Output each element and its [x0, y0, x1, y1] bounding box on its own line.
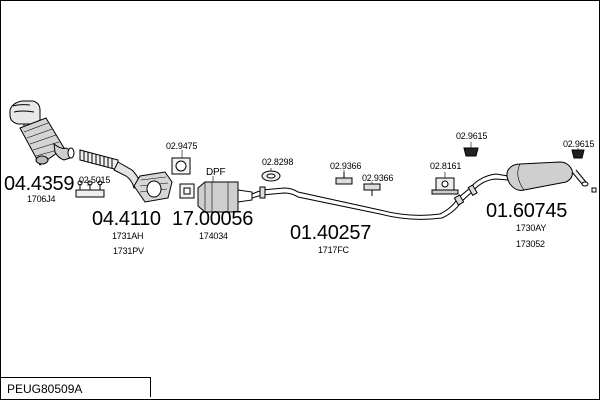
code-1706j4: 1706J4 — [27, 194, 56, 204]
gasket-dpf-part — [179, 183, 195, 199]
flange-29475-part — [171, 157, 191, 175]
accessory-code-29615-b: 02.9615 — [563, 139, 595, 149]
clamp-28298-part — [261, 170, 281, 182]
accessory-code-28161: 02.8161 — [430, 161, 462, 171]
middle-pipe-part — [251, 173, 509, 220]
part-number-manifold-cat: 04.4359 — [4, 173, 75, 195]
rubber-hanger-29615-a-part — [463, 147, 479, 157]
code-173052: 173052 — [516, 239, 545, 249]
rubber-hanger-a-part — [335, 172, 353, 185]
manifold-catalyst-part — [9, 100, 75, 166]
dpf-part — [197, 181, 253, 213]
code-174034: 174034 — [199, 231, 228, 241]
rubber-hanger-b-part — [363, 183, 381, 196]
part-number-middle-pipe: 01.40257 — [290, 222, 372, 244]
leader-lines — [87, 142, 579, 186]
code-1731ah: 1731AH — [112, 231, 144, 241]
reference-code: PEUG80509A — [7, 382, 83, 396]
code-1730ay: 1730AY — [516, 223, 547, 233]
rubber-hanger-29615-b-part — [571, 149, 585, 159]
part-number-rear-silencer: 01.60745 — [486, 200, 568, 222]
code-1717fc: 1717FC — [318, 245, 349, 255]
code-1731pv: 1731PV — [113, 246, 144, 256]
accessory-code-25015: 02.5015 — [79, 175, 111, 185]
end-marker — [591, 187, 597, 193]
rear-silencer-part — [506, 161, 589, 191]
accessory-code-29366-a: 02.9366 — [330, 161, 362, 171]
accessory-code-29615-a: 02.9615 — [456, 131, 488, 141]
mounting-28161-part — [431, 177, 459, 195]
part-number-dpf: 17.00056 — [172, 208, 254, 230]
accessory-code-28298: 02.8298 — [262, 157, 294, 167]
reference-code-box: PEUG80509A — [1, 377, 151, 397]
flexible-joint-part — [79, 149, 141, 189]
gasket-25015-part — [75, 180, 105, 198]
front-pipe-catalyst-part — [133, 171, 173, 203]
accessory-code-29475: 02.9475 — [166, 141, 198, 151]
accessory-code-29366-b: 02.9366 — [362, 173, 394, 183]
dpf-label: DPF — [206, 167, 226, 178]
part-number-front-pipe: 04.4110 — [92, 208, 161, 230]
